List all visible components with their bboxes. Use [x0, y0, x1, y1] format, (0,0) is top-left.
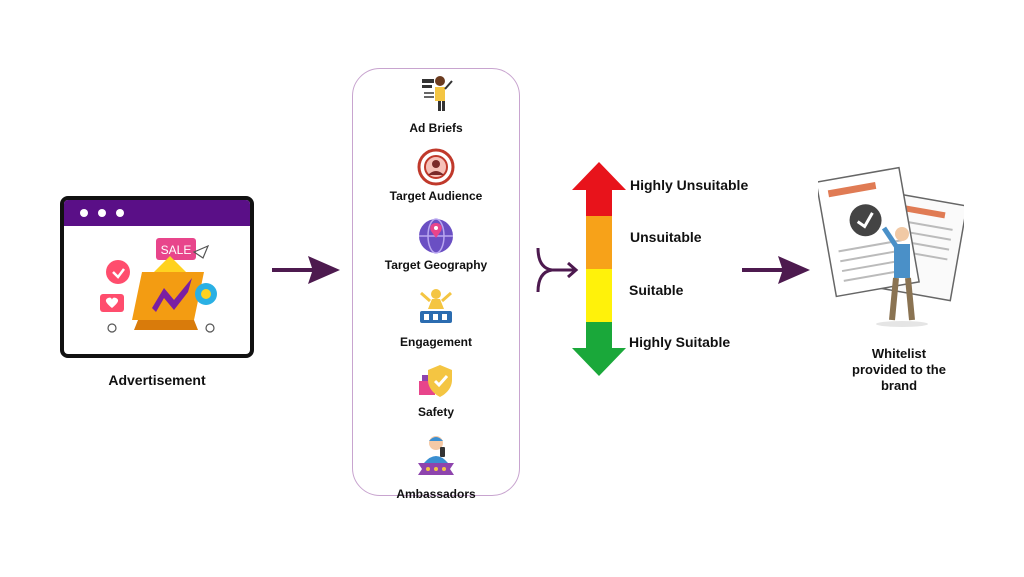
whitelist-caption: Whitelist provided to the brand	[834, 346, 964, 394]
ad-briefs-icon	[422, 76, 453, 111]
target-audience-icon	[417, 148, 455, 186]
advertisement-window: SALE	[60, 196, 254, 358]
brace-arrow-icon	[536, 247, 579, 293]
criteria-label-target-audience: Target Audience	[389, 189, 483, 203]
whitelist-caption-line1: Whitelist	[871, 346, 927, 361]
engagement-icon	[420, 289, 452, 323]
target-geography-icon	[419, 218, 453, 254]
window-dot-icon	[98, 209, 106, 217]
criteria-label-ad-briefs: Ad Briefs	[409, 121, 463, 135]
window-titlebar	[64, 200, 250, 226]
criteria-label-target-geography: Target Geography	[384, 258, 488, 272]
advertisement-caption: Advertisement	[108, 372, 206, 388]
whitelist-caption-line3: brand	[880, 378, 918, 393]
criteria-label-ambassadors: Ambassadors	[396, 487, 476, 501]
scale-segment-unsuitable	[586, 216, 612, 269]
criteria-label-engagement: Engagement	[399, 335, 472, 349]
window-dot-icon	[116, 209, 124, 217]
criteria-label-safety: Safety	[417, 405, 455, 419]
sale-sign-text: SALE	[161, 243, 192, 257]
criteria-panel: Ad Briefs Target Audience Target Geograp…	[352, 68, 520, 501]
whitelist-caption-line2: provided to the	[852, 362, 946, 377]
scale-label-highly-unsuitable: Highly Unsuitable	[630, 177, 749, 193]
suitability-scale-bar	[572, 162, 626, 376]
scale-segment-highly-unsuitable	[572, 162, 626, 216]
scale-label-highly-suitable: Highly Suitable	[629, 334, 731, 350]
ambassadors-icon	[418, 436, 454, 475]
scale-segment-suitable	[586, 269, 612, 322]
scale-label-suitable: Suitable	[629, 282, 684, 298]
arrow-right-icon	[742, 256, 810, 284]
arrow-right-icon	[272, 256, 340, 284]
whitelist-document-icon	[818, 166, 964, 327]
safety-icon	[419, 365, 452, 397]
marketing-illustration-icon: SALE	[100, 238, 217, 333]
scale-label-unsuitable: Unsuitable	[630, 229, 702, 245]
scale-segment-highly-suitable	[572, 322, 626, 376]
window-dot-icon	[80, 209, 88, 217]
